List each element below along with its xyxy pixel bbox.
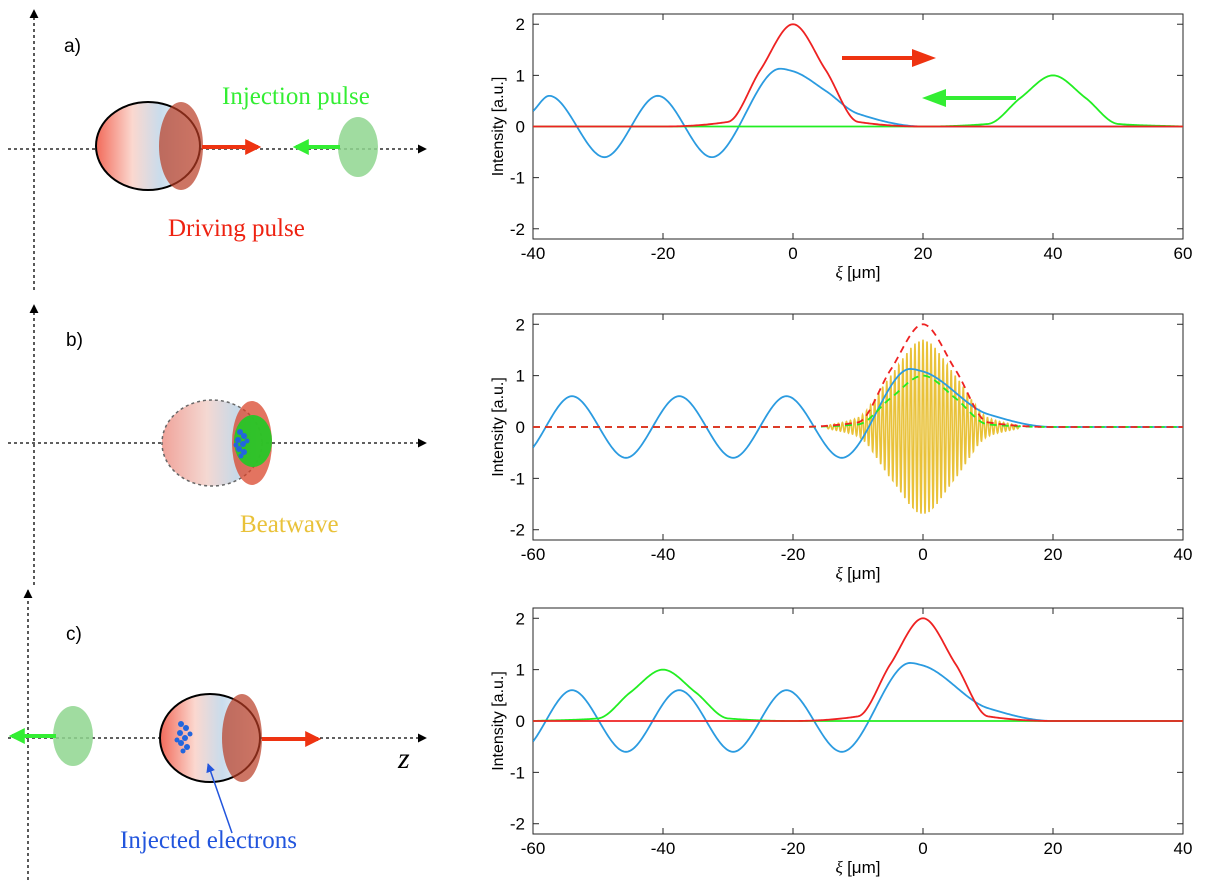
y-tick-label: -1 xyxy=(510,763,525,782)
y-tick-label: 1 xyxy=(516,367,525,386)
y-tick-label: 1 xyxy=(516,661,525,680)
electron-bunch-b xyxy=(233,429,250,459)
y-tick-label: -2 xyxy=(510,521,525,540)
x-tick-label: -40 xyxy=(521,244,546,263)
z-axis-label: z xyxy=(397,742,410,775)
injected-electrons-label: Injected electrons xyxy=(120,827,297,854)
series-blue xyxy=(533,67,1183,159)
series-red xyxy=(533,23,1183,128)
y-tick-label: -1 xyxy=(510,469,525,488)
series-green xyxy=(533,668,1183,722)
driving-pulse-c xyxy=(222,694,262,782)
x-axis-label: ξ [μm] xyxy=(836,564,881,583)
x-tick-label: 20 xyxy=(1044,545,1063,564)
x-tick-label: -40 xyxy=(651,545,676,564)
series-blue xyxy=(533,368,1183,459)
series-green xyxy=(533,74,1183,128)
schematic-b: b) Beatwave xyxy=(8,304,427,585)
series-blue xyxy=(533,662,1183,753)
x-tick-label: 40 xyxy=(1174,545,1193,564)
x-tick-label: -20 xyxy=(781,839,806,858)
y-tick-label: 2 xyxy=(516,609,525,628)
x-tick-label: 40 xyxy=(1174,839,1193,858)
y-tick-label: 2 xyxy=(516,15,525,34)
y-tick-label: 2 xyxy=(516,315,525,334)
panel-label-b: b) xyxy=(66,330,83,351)
y-axis-label: Intensity [a.u.] xyxy=(490,671,507,771)
injection-pulse-label: Injection pulse xyxy=(222,83,370,110)
series-red xyxy=(533,617,1183,722)
panel-label-c: c) xyxy=(66,624,82,645)
schematic-a: a) Injection pulse Driving pulse xyxy=(8,9,427,290)
y-tick-label: 0 xyxy=(516,118,525,137)
green-direction-arrow xyxy=(922,89,1016,107)
driving-pulse-label: Driving pulse xyxy=(168,215,305,242)
x-tick-label: -60 xyxy=(521,839,546,858)
driving-pulse-a xyxy=(159,102,203,190)
x-tick-label: 0 xyxy=(918,545,927,564)
series-beatwave xyxy=(824,339,1022,514)
electron-bunch-c xyxy=(174,721,193,754)
series-red xyxy=(533,323,1183,428)
y-tick-label: 0 xyxy=(516,418,525,437)
red-direction-arrow xyxy=(842,49,936,67)
x-tick-label: 20 xyxy=(914,244,933,263)
beatwave-label: Beatwave xyxy=(240,511,339,538)
y-tick-label: 0 xyxy=(516,712,525,731)
x-axis-label: ξ [μm] xyxy=(836,263,881,282)
injection-pulse-a xyxy=(338,117,378,177)
y-tick-label: -2 xyxy=(510,220,525,239)
x-tick-label: 0 xyxy=(788,244,797,263)
x-tick-label: 60 xyxy=(1174,244,1193,263)
x-tick-label: -20 xyxy=(651,244,676,263)
x-tick-label: 0 xyxy=(918,839,927,858)
x-tick-label: 20 xyxy=(1044,839,1063,858)
x-axis-label: ξ [μm] xyxy=(836,858,881,877)
y-tick-label: -1 xyxy=(510,169,525,188)
y-axis-label: Intensity [a.u.] xyxy=(490,77,507,177)
x-tick-label: -60 xyxy=(521,545,546,564)
injection-pulse-c xyxy=(53,706,93,766)
y-axis-label: Intensity [a.u.] xyxy=(490,377,507,477)
x-tick-label: -20 xyxy=(781,545,806,564)
x-tick-label: -40 xyxy=(651,839,676,858)
y-tick-label: 1 xyxy=(516,66,525,85)
panel-label-a: a) xyxy=(64,36,81,57)
schematic-c: c) Injected electrons z xyxy=(8,589,427,880)
y-tick-label: -2 xyxy=(510,815,525,834)
injected-electrons-pointer xyxy=(206,763,233,834)
x-tick-label: 40 xyxy=(1044,244,1063,263)
